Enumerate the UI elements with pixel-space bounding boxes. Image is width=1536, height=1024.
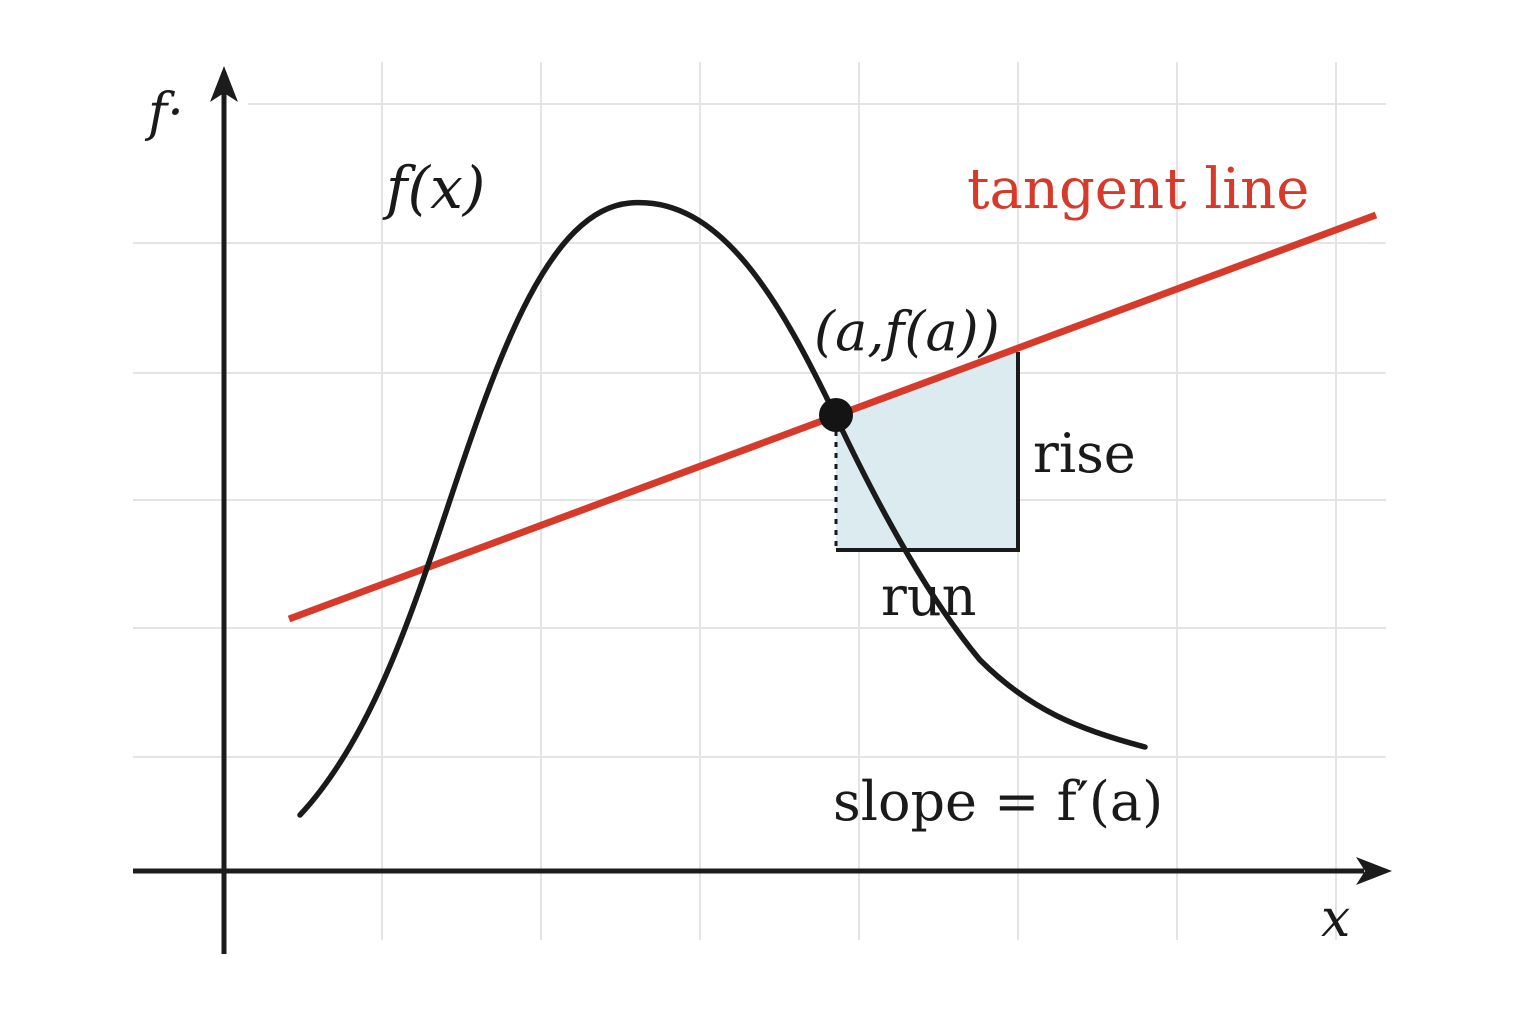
- tangency-point: [819, 398, 853, 432]
- y-axis-label: f·: [144, 83, 184, 143]
- function-label: f(x): [382, 154, 485, 222]
- slope-label: slope = f′(a): [833, 770, 1163, 833]
- axes: [133, 66, 1392, 954]
- rise-label: rise: [1033, 422, 1136, 485]
- x-axis-arrow: [1356, 857, 1392, 885]
- tangent-label: tangent line: [967, 157, 1309, 222]
- point-label: (a,f(a)): [814, 300, 1000, 363]
- y-axis-arrow: [210, 66, 238, 102]
- rise-run-edges: [836, 352, 1020, 552]
- x-axis-label: x: [1321, 889, 1350, 949]
- run-label: run: [881, 565, 976, 628]
- function-curve: [297, 199, 1148, 818]
